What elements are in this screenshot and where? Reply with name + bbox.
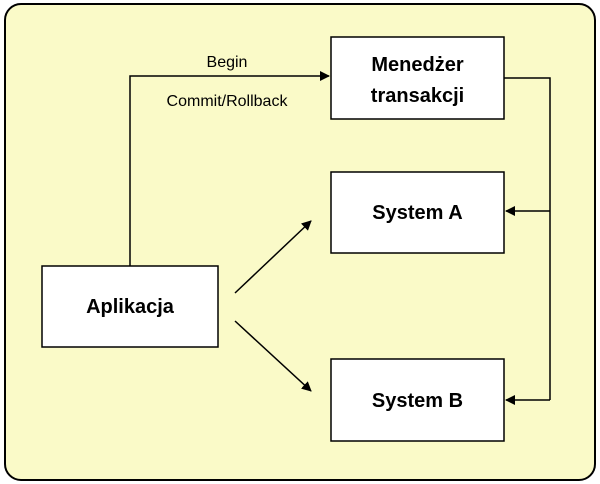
system-b-box — [330, 358, 505, 442]
manager-vertical-connector — [504, 77, 551, 400]
manager-node: Menedżer transakcji — [330, 36, 505, 120]
begin-commit-arrow — [129, 71, 330, 266]
system-a-label: System A — [372, 202, 462, 224]
application-box — [41, 265, 219, 348]
system-b-node: System B — [330, 358, 505, 442]
arrow-to-system-a — [234, 220, 312, 294]
commit-rollback-label: Commit/Rollback — [167, 93, 289, 110]
application-label: Aplikacja — [86, 296, 175, 318]
system-a-node: System A — [330, 171, 505, 254]
application-node: Aplikacja — [41, 265, 219, 348]
manager-label-line2: transakcji — [371, 85, 464, 107]
arrow-to-system-b — [234, 320, 312, 392]
begin-label: Begin — [207, 54, 248, 71]
manager-label-line1: Menedżer — [371, 54, 463, 76]
system-b-label: System B — [372, 390, 463, 412]
system-a-box — [330, 171, 505, 254]
manager-box — [330, 36, 505, 120]
